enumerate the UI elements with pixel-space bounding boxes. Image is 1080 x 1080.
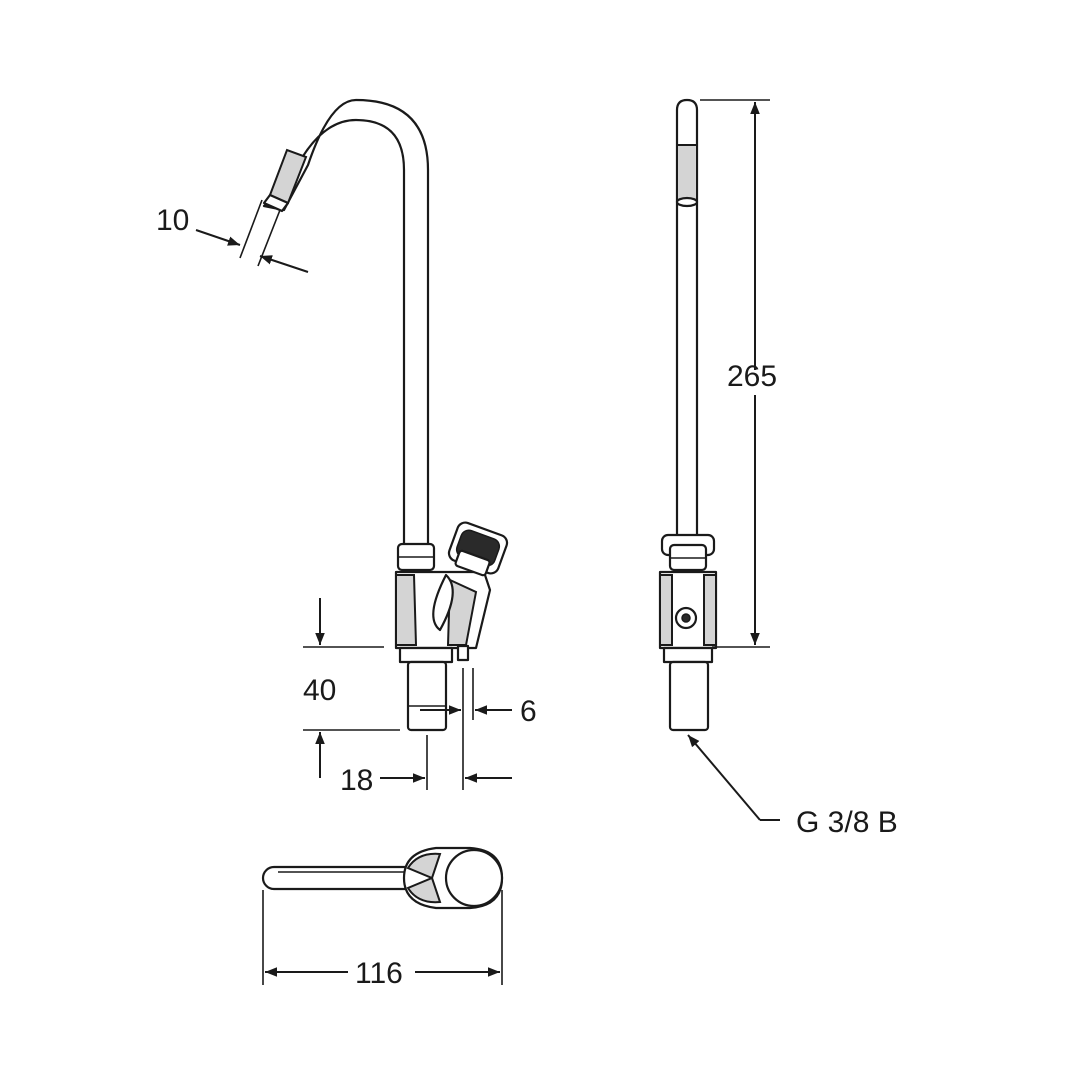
side-spout-tube bbox=[675, 98, 699, 547]
label-spout-reach: 116 bbox=[355, 957, 403, 990]
dim-thread: G 3/8 B bbox=[687, 734, 898, 839]
label-shank-length: 40 bbox=[303, 674, 336, 707]
valve-lever bbox=[432, 573, 454, 632]
dim-outlet-diameter: 10 bbox=[156, 199, 309, 273]
dim-shank-diameter: 18 bbox=[340, 735, 512, 797]
dim-button-offset: 6 bbox=[420, 668, 537, 790]
spout-gooseneck bbox=[262, 98, 430, 547]
front-view bbox=[262, 98, 509, 732]
label-spout-height: 265 bbox=[727, 360, 777, 393]
label-shank-diameter: 18 bbox=[340, 764, 373, 797]
shank bbox=[406, 660, 448, 732]
side-shank-collar bbox=[662, 646, 714, 664]
label-thread: G 3/8 B bbox=[796, 806, 898, 839]
top-view bbox=[261, 846, 504, 910]
label-outlet-diameter: 10 bbox=[156, 204, 189, 237]
label-button-offset: 6 bbox=[520, 695, 537, 728]
top-push-button bbox=[444, 848, 504, 908]
push-button bbox=[447, 521, 509, 577]
dim-spout-reach: 116 bbox=[262, 890, 503, 990]
shank-collar bbox=[398, 646, 454, 664]
spout-outlet-tip bbox=[262, 193, 290, 213]
side-shank bbox=[668, 660, 710, 732]
side-view bbox=[658, 98, 718, 732]
dim-spout-height: 265 bbox=[700, 99, 777, 648]
dim-shank-length: 40 bbox=[303, 598, 400, 778]
